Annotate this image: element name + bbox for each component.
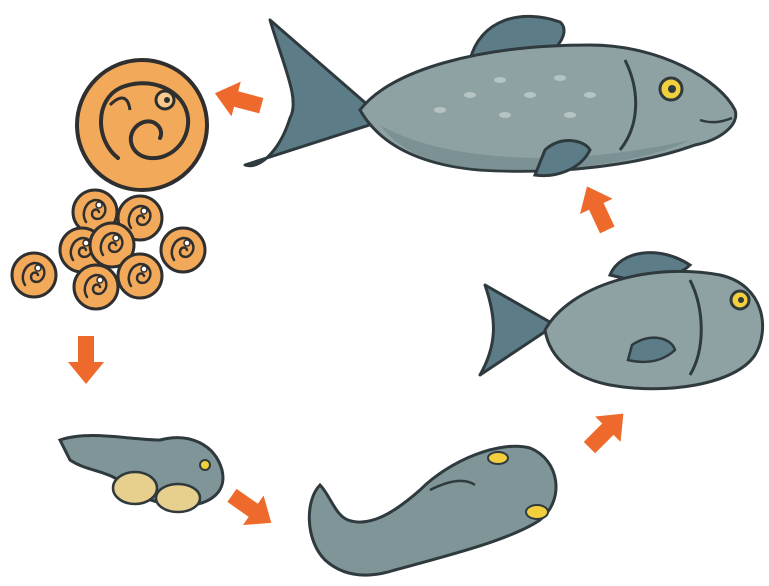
adult-fish [245,16,736,175]
juvenile-fish [480,253,763,389]
egg-cluster [12,190,205,309]
fry [309,446,556,575]
arrow-juvenile-to-adult [571,179,624,238]
arrow-larva-to-fry [222,481,282,538]
arrow-fry-to-juvenile [577,401,636,460]
egg-closeup [77,60,207,190]
arrow-eggs-to-larva [68,336,104,384]
arrow-adult-to-egg [210,76,266,123]
yolk-sac-larva [60,436,223,512]
